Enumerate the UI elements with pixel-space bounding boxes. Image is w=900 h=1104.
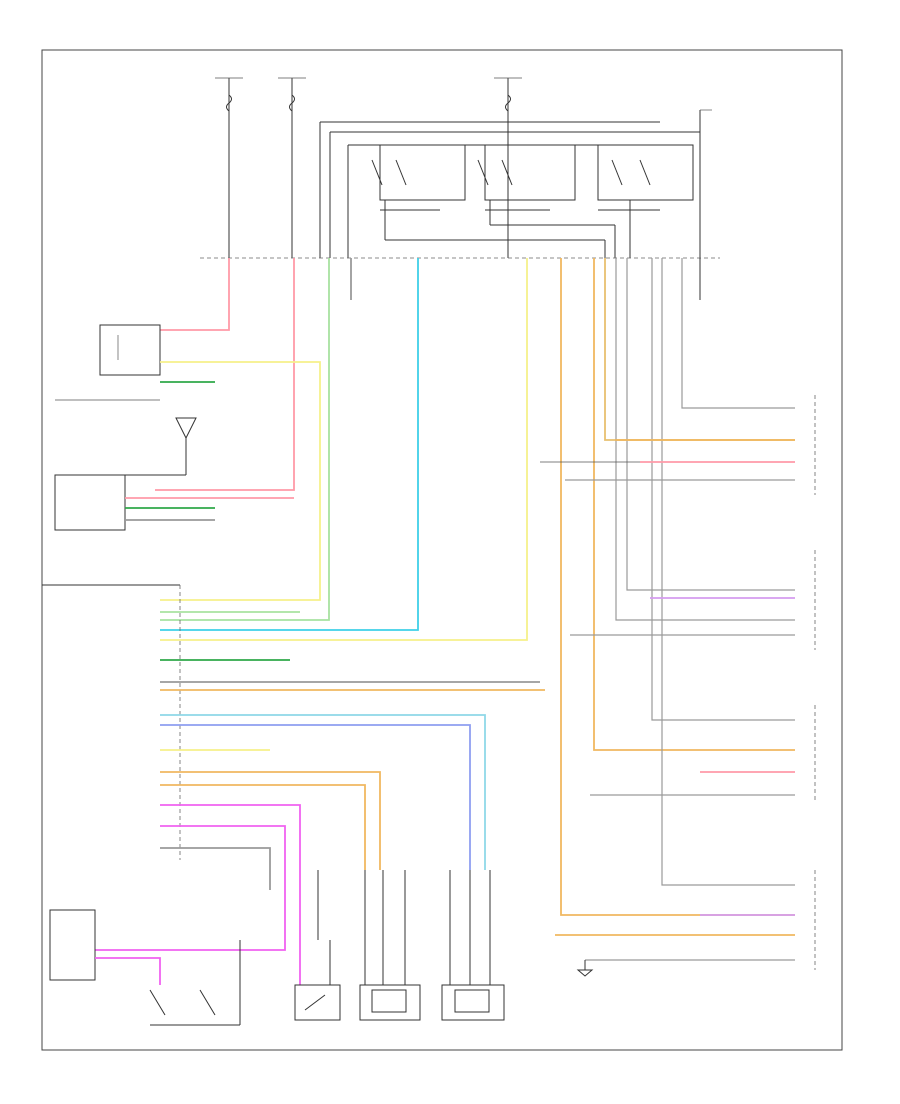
bottom-left-module [49,909,241,1026]
passenger-seat-switch [570,550,816,650]
body-control-module [42,584,545,985]
security-switch-module [55,324,321,601]
left-rear-seat-switch [590,705,816,800]
passenger-door-lock-motor [441,870,505,1021]
driver-seat-switch [540,395,816,495]
top-power-feeds [215,77,522,258]
antenna-icon [125,417,197,476]
seat-relay-switches [371,144,694,258]
vertical-wires [155,258,795,916]
ground-icon [576,960,594,977]
remote-receiver-module [54,474,294,531]
driver-door-lock-motor [359,870,421,1021]
relay-bus [319,109,712,258]
diagram-frame [41,49,843,1051]
right-rear-seat-switch [555,870,816,970]
liftgate-motor [294,940,341,1021]
